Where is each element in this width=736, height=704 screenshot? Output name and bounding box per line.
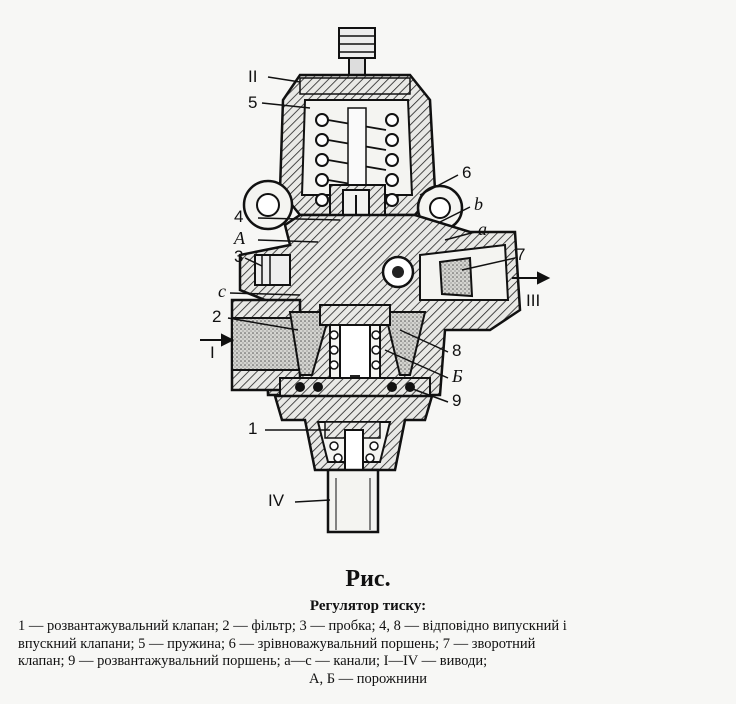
label-a: a (478, 219, 487, 239)
label-2: 2 (212, 307, 221, 326)
caption-line: клапан; 9 — розвантажувальний поршень; a… (18, 653, 488, 669)
lower-housing (273, 394, 434, 534)
label-1: 1 (248, 419, 257, 438)
figure-title: Рис. (345, 566, 391, 592)
flow-arrows (200, 271, 551, 347)
label-b: b (474, 194, 483, 214)
caption-line: 1 — розвантажувальний клапан; 2 — фільтр… (18, 618, 567, 634)
label-A: A (233, 228, 246, 248)
leader-lines (227, 76, 516, 503)
caption-line: впускний клапани; 5 — пружина; 6 — зрівн… (18, 635, 536, 652)
figure-subtitle: Регулятор тиску: (309, 598, 427, 614)
caption-line: A, Б — порожнини (308, 670, 427, 687)
pressure-regulator-drawing: II 5 6 b 4 a A 7 3 III c 2 8 I Б 9 1 IV (200, 27, 551, 534)
label-4: 4 (234, 207, 243, 226)
regulator-body (230, 213, 522, 411)
label-I: I (210, 343, 215, 362)
spring (315, 107, 399, 207)
label-7: 7 (516, 245, 525, 264)
label-5: 5 (248, 93, 257, 112)
part-labels: II 5 6 b 4 a A 7 3 III c 2 8 I Б 9 1 IV (210, 67, 540, 510)
label-IV: IV (268, 491, 285, 510)
label-3: 3 (234, 247, 243, 266)
label-9: 9 (452, 391, 461, 410)
label-III: III (526, 291, 540, 310)
label-8: 8 (452, 341, 461, 360)
figure-caption: 1 — розвантажувальний клапан; 2 — фільтр… (18, 618, 718, 688)
label-6: 6 (462, 163, 471, 182)
label-B: Б (451, 366, 463, 386)
label-c: c (218, 281, 226, 301)
label-II: II (248, 67, 257, 86)
